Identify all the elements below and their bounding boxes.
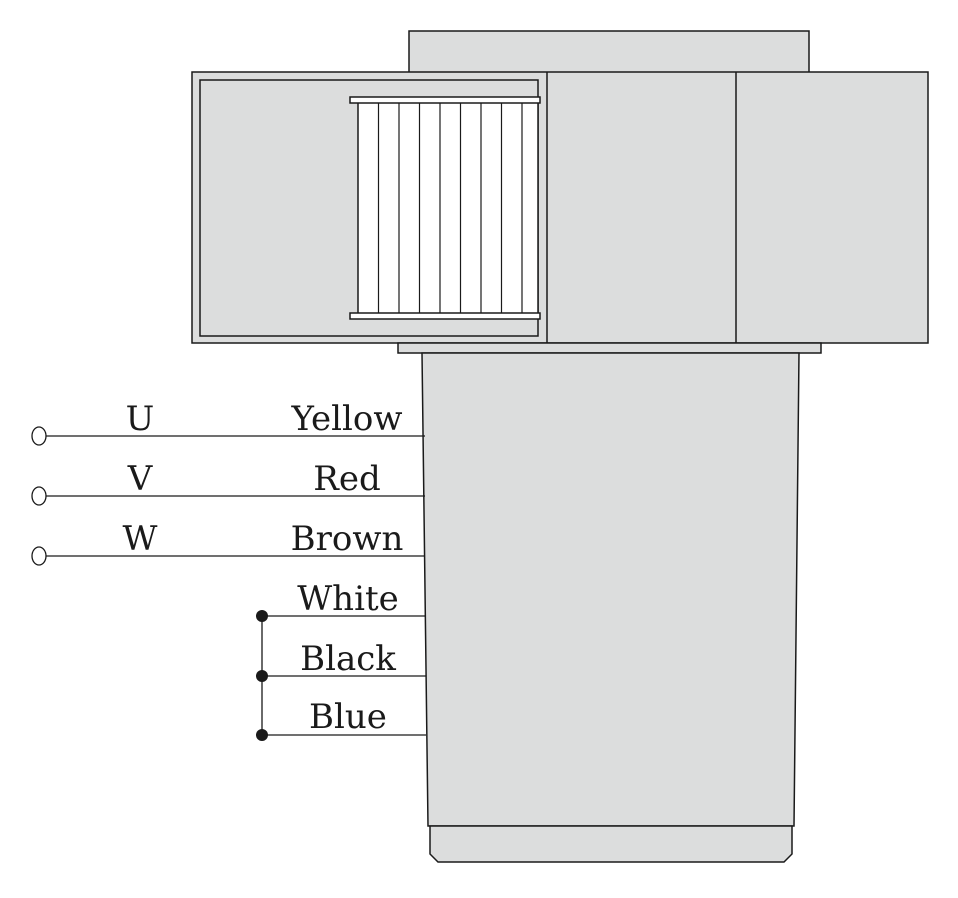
impeller-top-ring <box>349 96 541 104</box>
phase-label-v: V <box>127 459 154 499</box>
wire-color-label-white: White <box>297 579 399 619</box>
junction-dot-icon <box>256 670 268 682</box>
phase-label-w: W <box>123 519 158 559</box>
terminal-w-icon <box>31 546 47 566</box>
wire-color-label-red: Red <box>313 459 381 499</box>
wire-color-label-yellow: Yellow <box>291 399 403 439</box>
terminal-v-icon <box>31 486 47 506</box>
wire-color-label-blue: Blue <box>309 697 387 737</box>
mounting-flange <box>397 342 822 354</box>
wire-color-label-brown: Brown <box>291 519 404 559</box>
impeller-body <box>357 101 539 315</box>
motor-base <box>429 825 793 863</box>
impeller <box>349 96 541 320</box>
motor-body <box>421 352 800 827</box>
phase-label-u: U <box>126 399 155 439</box>
wire-color-label-black: Black <box>300 639 396 679</box>
top-cap <box>408 30 810 74</box>
junction-dot-icon <box>256 729 268 741</box>
junction-dot-icon <box>256 610 268 622</box>
terminal-u-icon <box>31 426 47 446</box>
impeller-bottom-ring <box>349 312 541 320</box>
